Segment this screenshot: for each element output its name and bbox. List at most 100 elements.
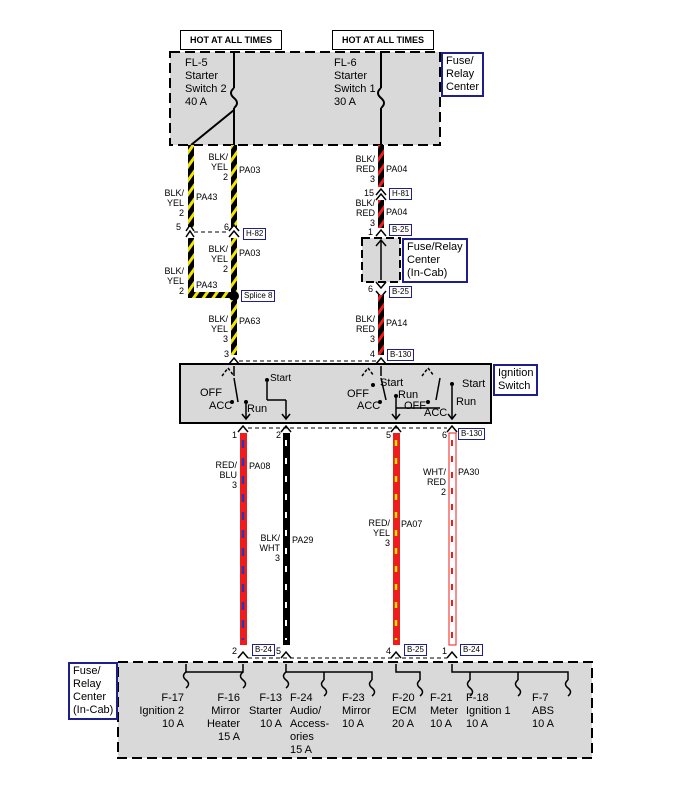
connector-b24-right: B-24 xyxy=(460,644,483,656)
pin-6-mid: 6 xyxy=(368,284,374,294)
wire-pa14 xyxy=(378,295,384,355)
pin-4-top: 4 xyxy=(370,349,376,359)
connector-b25-top: B-25 xyxy=(389,224,412,236)
wire-pa08-color: RED/ BLU 3 xyxy=(215,460,237,490)
wire-pa08-code: PA08 xyxy=(249,461,271,471)
switch1-off: OFF xyxy=(200,387,222,399)
fuse-f21-icon xyxy=(466,679,474,697)
wire-pa03b-color: BLK/ YEL 2 xyxy=(208,244,228,274)
fuse-fl6-icon xyxy=(377,87,385,109)
top-fuse-panel xyxy=(169,51,441,146)
fuse-f24-label: F-24 Audio/ Access- ories 15 A xyxy=(290,692,330,756)
fuse-f17-label: F-17 Ignition 2 10 A xyxy=(139,692,184,730)
wire-pa30-color: WHT/ RED 2 xyxy=(423,467,446,497)
wire-pa04b-code: PA04 xyxy=(386,207,408,217)
switch1-run: Run xyxy=(247,403,268,415)
switch2-run: Run xyxy=(398,389,419,401)
switch1-acc: ACC xyxy=(209,400,233,412)
wire-pa43a-code: PA43 xyxy=(196,192,218,202)
wire-pa03b-code: PA03 xyxy=(239,248,261,258)
wire-pa29-code: PA29 xyxy=(292,535,314,545)
switch3-start: Start xyxy=(462,378,486,390)
pin-2-bottom: 2 xyxy=(232,646,238,656)
wire-pa03a-color: BLK/ YEL 2 xyxy=(208,152,228,182)
wire-pa43b-code: PA43 xyxy=(196,280,218,290)
pin-4-bottom: 4 xyxy=(386,646,392,656)
pin-2-switch: 2 xyxy=(276,430,282,440)
fuse-f21-label: F-21 Meter 10 A xyxy=(430,692,459,730)
pin-5: 5 xyxy=(176,222,182,232)
wire-pa63-code: PA63 xyxy=(239,316,261,326)
wire-pa14-code: PA14 xyxy=(386,318,408,328)
connector-h81: H-81 xyxy=(389,188,413,200)
bottom-fuse-relay-title: Fuse/ Relay Center (In-Cab) xyxy=(68,662,119,720)
wire-pa63 xyxy=(231,300,237,355)
wire-pa03a-code: PA03 xyxy=(239,165,261,175)
wire-pa08 xyxy=(240,433,247,645)
fuse-f23-icon xyxy=(368,679,376,697)
splice-8-label: Splice 8 xyxy=(241,290,276,302)
pin-1-top: 1 xyxy=(368,227,374,237)
switch2-acc: ACC xyxy=(357,400,381,412)
fuse-f18-label: F-18 Ignition 1 10 A xyxy=(466,692,511,730)
fuse-fl6-label: FL-6 Starter Switch 1 30 A xyxy=(334,57,376,108)
wire-pa43-lower xyxy=(188,238,194,295)
switch3-off: OFF xyxy=(404,400,426,412)
bottom-fuse-panel xyxy=(117,661,593,759)
connector-b24-left: B-24 xyxy=(252,644,275,656)
wire-pa04-lower xyxy=(378,200,384,228)
pin-1-switch: 1 xyxy=(232,430,238,440)
hot-label-right: HOT AT ALL TIMES xyxy=(332,30,434,50)
connector-b25-mid: B-25 xyxy=(389,286,412,298)
top-fuse-relay-title: Fuse/ Relay Center xyxy=(441,52,485,97)
wire-pa07 xyxy=(393,433,400,645)
fuse-f16-label: F-16 Mirror Heater 15 A xyxy=(206,692,240,743)
wire-pa04-upper xyxy=(378,145,384,187)
connector-h82: H-82 xyxy=(243,228,267,240)
splice-8-dot xyxy=(229,291,239,301)
pin-6: 6 xyxy=(224,222,230,232)
pin-5-switch: 5 xyxy=(386,430,392,440)
wire-pa43a-color: BLK/ YEL 2 xyxy=(164,188,184,218)
wire-pa63-color: BLK/ YEL 3 xyxy=(208,314,228,344)
fuse-f24-icon xyxy=(320,679,328,697)
switch1-start: Start xyxy=(270,373,292,384)
wire-pa07-color: RED/ YEL 3 xyxy=(368,518,390,548)
pin-5-bottom: 5 xyxy=(276,646,282,656)
fuse-fl5-icon xyxy=(230,87,238,109)
pin-15: 15 xyxy=(364,188,375,198)
wire-pa04a-color: BLK/ RED 3 xyxy=(355,154,375,184)
fuse-fl5-label: FL-5 Starter Switch 2 40 A xyxy=(185,57,227,108)
pin-3-left: 3 xyxy=(224,349,230,359)
hot-label-left: HOT AT ALL TIMES xyxy=(180,30,282,50)
fuse-f20-label: F-20 ECM 20 A xyxy=(392,692,417,730)
fuse-f13-label: F-13 Starter 10 A xyxy=(248,692,282,730)
ignition-switch-title: Ignition Switch xyxy=(493,364,539,396)
connector-b130-top: B-130 xyxy=(387,349,415,361)
fuse-f13-icon xyxy=(282,671,290,689)
wire-pa14-color: BLK/ RED 3 xyxy=(355,314,375,344)
fuse-f16-icon xyxy=(239,671,247,689)
pin-6-switch: 6 xyxy=(442,430,448,440)
switch3-run: Run xyxy=(456,396,477,408)
switch2-off: OFF xyxy=(347,388,369,400)
wire-pa03-upper xyxy=(231,145,237,227)
switch2-start: Start xyxy=(380,377,404,389)
fuse-f18-icon xyxy=(514,679,522,697)
mid-fuse-relay-title: Fuse/Relay Center (In-Cab) xyxy=(402,238,468,283)
pin-1-bottom: 1 xyxy=(442,646,448,656)
connector-b25-bottom: B-25 xyxy=(404,644,427,656)
fuse-f17-icon xyxy=(182,671,190,689)
wire-pa29-color: BLK/ WHT 3 xyxy=(259,533,281,563)
fuse-f20-icon xyxy=(416,679,424,697)
wire-pa07-code: PA07 xyxy=(401,519,423,529)
wire-pa30-code: PA30 xyxy=(458,467,480,477)
wire-pa04a-code: PA04 xyxy=(386,164,408,174)
fuse-f7-label: F-7 ABS 10 A xyxy=(532,692,555,730)
switch3-acc: ACC xyxy=(424,407,448,419)
wire-pa29 xyxy=(283,433,290,645)
wire-pa43b-color: BLK/ YEL 2 xyxy=(164,266,184,296)
wire-pa03-lower xyxy=(231,238,237,295)
fuse-f23-label: F-23 Mirror 10 A xyxy=(342,692,371,730)
